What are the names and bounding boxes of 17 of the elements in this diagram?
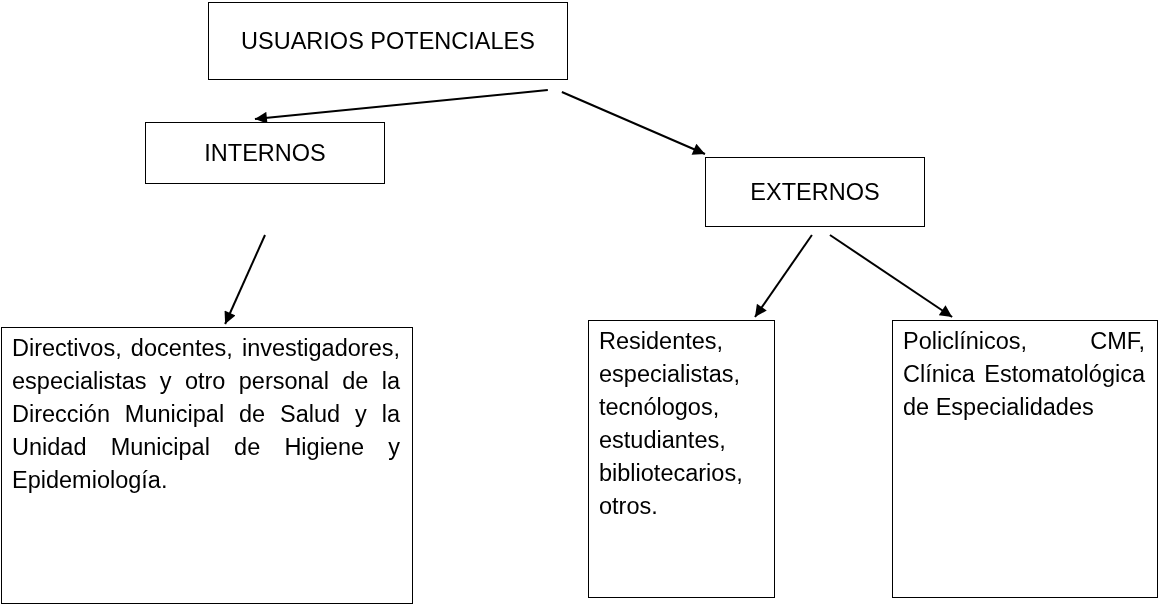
- box-text: Residentes, especialistas, tecnólogos, estudiantes, bibliotecarios, otros.: [599, 327, 744, 521]
- box-text: USUARIOS POTENCIALES: [241, 26, 535, 56]
- box-text: INTERNOS: [204, 138, 326, 168]
- arrow: [253, 89, 549, 124]
- arrow: [560, 91, 706, 155]
- box-text: Directivos, docentes, investigadores, especialistas y otro personal de la Dirección Municipal de Salud y la Unidad Municipal de Higiene y Epidemiología.: [12, 334, 400, 495]
- box-text: Policlínicos, CMF, Clínica Estomatológica de Especialidades: [903, 327, 1145, 422]
- description-box: [892, 320, 1158, 598]
- arrow: [828, 234, 954, 318]
- arrow: [754, 234, 813, 318]
- box-text: EXTERNOS: [750, 177, 880, 207]
- category-box: [705, 157, 925, 227]
- description-box: [588, 320, 775, 598]
- description-box: [1, 327, 413, 604]
- arrow: [224, 234, 266, 325]
- category-box: [208, 2, 568, 80]
- category-box: [145, 122, 385, 184]
